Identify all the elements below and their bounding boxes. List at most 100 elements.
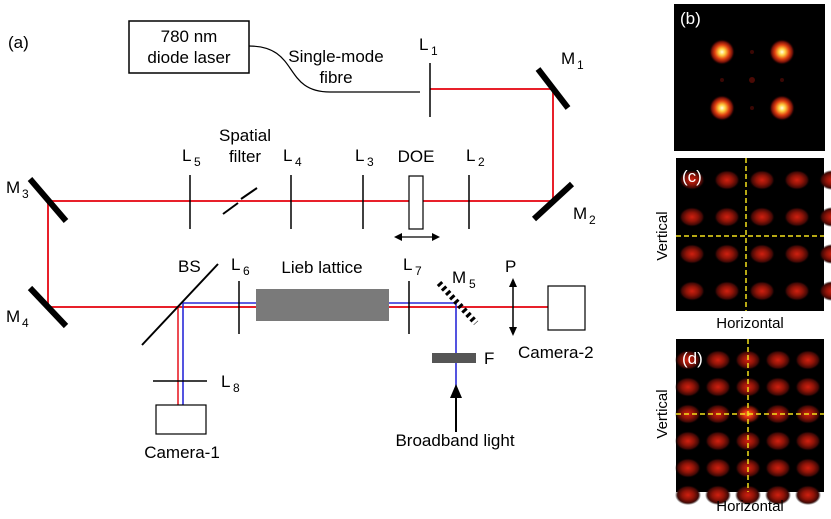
single-mode-fibre — [248, 45, 420, 93]
lattice-site — [679, 281, 705, 301]
lens-L7-letter: L — [403, 255, 412, 274]
lattice-site — [714, 207, 740, 227]
panel-c-image — [676, 158, 831, 311]
filter-F — [432, 353, 476, 363]
lattice-site — [679, 207, 705, 227]
spatial-filter — [222, 187, 258, 215]
lens-L3-sub: 3 — [367, 155, 374, 169]
filter-label: F — [484, 349, 494, 368]
polarizer — [509, 278, 517, 336]
camera-1 — [155, 404, 207, 435]
lieb-lattice-label: Lieb lattice — [281, 258, 362, 277]
lattice-site — [749, 207, 775, 227]
mirror-M1-sub: 1 — [577, 58, 584, 72]
laser-line2: diode laser — [147, 48, 231, 67]
panel-c-xlabel: Horizontal — [716, 315, 784, 332]
lattice-site — [705, 485, 731, 505]
mirror-M4 — [27, 285, 69, 329]
panel-b-label: (b) — [680, 9, 701, 28]
mirror-M1-letter: M — [561, 49, 575, 68]
lattice-site — [765, 350, 791, 370]
lens-L5-sub: 5 — [194, 155, 201, 169]
spot — [709, 39, 735, 65]
lattice-site — [705, 350, 731, 370]
mirror-M2-sub: 2 — [589, 213, 596, 227]
lens-L6-sub: 6 — [243, 264, 250, 278]
fibre-label-line1: Single-mode — [288, 47, 383, 66]
panel-c-ylabel: Vertical — [654, 211, 671, 260]
mirror-M2 — [531, 181, 575, 222]
mirror-M5-sub: 5 — [469, 277, 476, 291]
panel-d-xlabel: Horizontal — [716, 498, 784, 515]
lattice-site — [795, 485, 821, 505]
lattice-site — [675, 350, 701, 370]
lieb-lattice-sample — [256, 289, 389, 321]
faint-spot — [749, 77, 755, 83]
lens-L3-letter: L — [355, 146, 364, 165]
lattice-site — [705, 431, 731, 451]
lattice-site — [714, 281, 740, 301]
lens-L4-sub: 4 — [295, 155, 302, 169]
lens-L8-sub: 8 — [233, 381, 240, 395]
lattice-site — [784, 207, 810, 227]
spot — [769, 39, 795, 65]
mirror-M3-sub: 3 — [22, 187, 29, 201]
panel-d-image — [675, 339, 824, 505]
diode-laser: 780 nm diode laser — [128, 20, 250, 74]
lens-L2-sub: 2 — [478, 155, 485, 169]
lattice-site — [675, 431, 701, 451]
lattice-site — [675, 377, 701, 397]
lattice-site — [795, 431, 821, 451]
lattice-site — [795, 350, 821, 370]
doe-label: DOE — [398, 147, 435, 166]
laser-line1: 780 nm — [161, 27, 218, 46]
lens-L5-letter: L — [182, 146, 191, 165]
lens-L8-letter: L — [221, 372, 230, 391]
lattice-site — [675, 458, 701, 478]
lens-L1-sub: 1 — [431, 44, 438, 58]
lattice-site — [819, 244, 831, 264]
lattice-site — [679, 170, 705, 190]
camera-2-label: Camera-2 — [518, 343, 594, 362]
panel-b-image — [674, 4, 825, 151]
lattice-site — [735, 485, 761, 505]
panel-a-label: (a) — [8, 33, 29, 52]
lattice-site — [714, 170, 740, 190]
lattice-site — [819, 281, 831, 301]
lattice-site — [784, 170, 810, 190]
lattice-site — [819, 207, 831, 227]
mirror-M2-letter: M — [573, 204, 587, 223]
mirror-M3 — [27, 177, 69, 223]
camera-2 — [547, 285, 586, 331]
mirror-M3-letter: M — [6, 178, 20, 197]
mirror-M5-letter: M — [452, 268, 466, 287]
doe-translation-arrow — [394, 233, 440, 241]
lattice-site — [705, 377, 731, 397]
lattice-site — [765, 404, 791, 424]
lattice-site — [679, 244, 705, 264]
panel-d-ylabel: Vertical — [654, 389, 671, 438]
lens-labels: L 1 L 2 L 3 L 4 L 5 L 6 L 7 L 8 — [182, 35, 485, 395]
spot — [709, 95, 735, 121]
camera-1-label: Camera-1 — [144, 443, 220, 462]
lens-L2-letter: L — [466, 146, 475, 165]
lens-L1-letter: L — [419, 35, 428, 54]
spot — [769, 95, 795, 121]
polarizer-label: P — [505, 257, 516, 276]
lattice-site — [749, 281, 775, 301]
lattice-site — [819, 170, 831, 190]
lattice-site — [749, 170, 775, 190]
lattice-site — [765, 485, 791, 505]
mirror-M4-sub: 4 — [22, 316, 29, 330]
bs-label: BS — [178, 257, 201, 276]
lattice-site — [705, 458, 731, 478]
lattice-site — [765, 377, 791, 397]
lattice-site — [749, 244, 775, 264]
mirror-labels: M 1 M 2 M 3 M 4 M 5 — [6, 49, 596, 330]
broadband-label: Broadband light — [395, 431, 514, 450]
lattice-site — [795, 377, 821, 397]
lattice-site — [795, 458, 821, 478]
mirror-M4-letter: M — [6, 307, 20, 326]
lens-L7-sub: 7 — [415, 264, 422, 278]
